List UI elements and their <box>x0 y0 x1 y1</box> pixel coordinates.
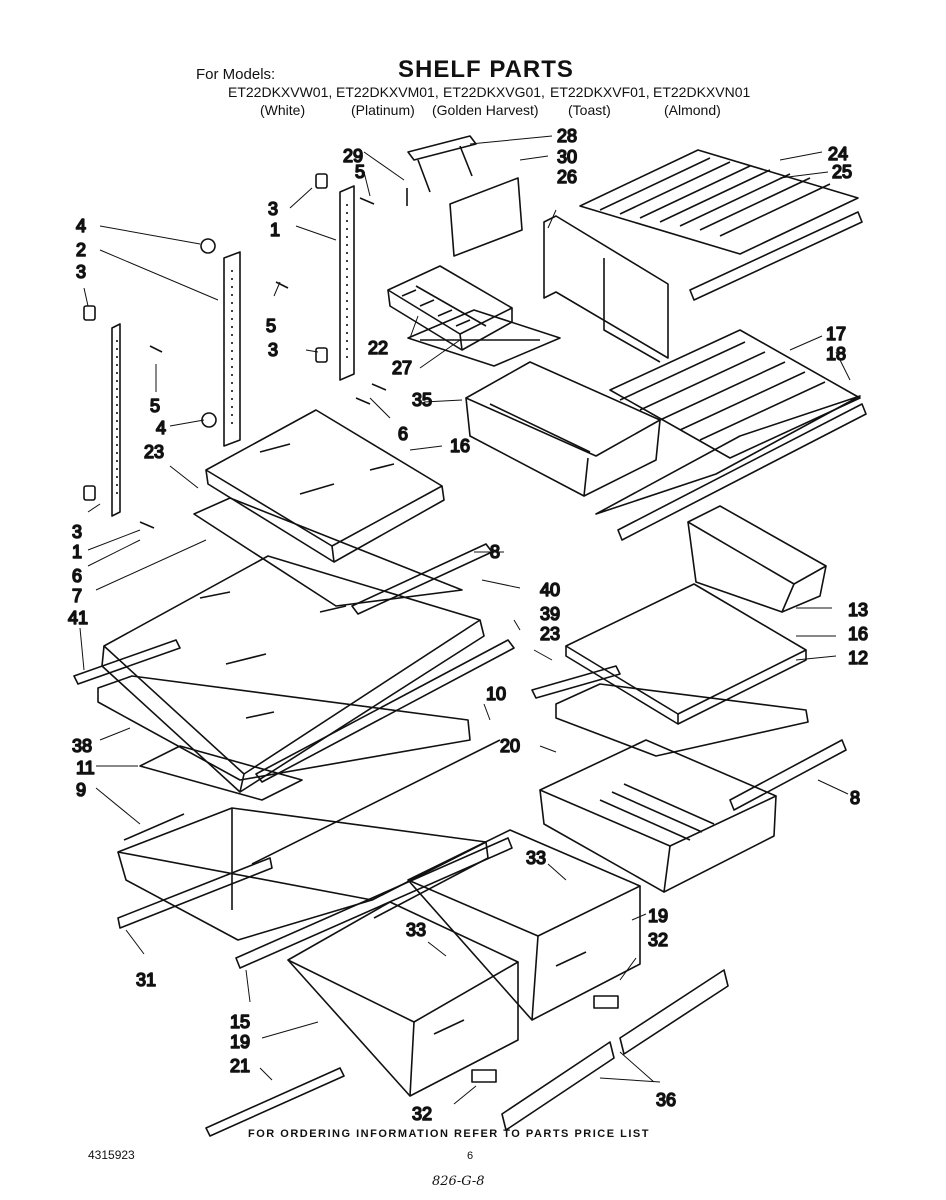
shelf-rail-left <box>111 185 355 517</box>
callout-number: 23 <box>144 442 164 462</box>
rail-31 <box>117 857 273 929</box>
model-color: (Toast) <box>568 102 611 118</box>
model-color: (Platinum) <box>351 102 415 118</box>
model-color: (Almond) <box>664 102 721 118</box>
callout-number: 5 <box>266 316 276 336</box>
callout-number: 25 <box>832 162 852 182</box>
callout-number: 3 <box>72 522 82 542</box>
callout-number: 24 <box>828 144 848 164</box>
callout-number: 13 <box>848 600 868 620</box>
rail-15 <box>235 837 513 969</box>
callout-number: 19 <box>230 1032 250 1052</box>
glass-shelf-16-right <box>565 583 807 725</box>
callout-number: 22 <box>368 338 388 358</box>
callout-number: 32 <box>648 930 668 950</box>
callout-number: 30 <box>557 147 577 167</box>
callout-number: 10 <box>486 684 506 704</box>
wire-shelf-lower <box>595 329 867 541</box>
callout-number: 38 <box>72 736 92 756</box>
callout-number: 36 <box>656 1090 676 1110</box>
trim-strip-8-right <box>729 739 847 811</box>
crisper-drawer-left <box>287 901 519 1097</box>
bracket-28 <box>407 135 477 193</box>
callout-number: 27 <box>392 358 412 378</box>
leader-lines <box>79 135 851 1105</box>
callout-number: 2 <box>76 240 86 260</box>
page-number: 6 <box>467 1150 474 1162</box>
callout-number: 28 <box>557 126 577 146</box>
callout-number: 19 <box>648 906 668 926</box>
bin-13 <box>687 505 827 613</box>
callout-number: 26 <box>557 167 577 187</box>
callout-number: 9 <box>76 780 86 800</box>
callout-number: 8 <box>850 788 860 808</box>
panel-30 <box>449 177 523 257</box>
callout-number: 18 <box>826 344 846 364</box>
callout-number: 4 <box>156 418 166 438</box>
callout-number: 1 <box>72 542 82 562</box>
ordering-note: FOR ORDERING INFORMATION REFER TO PARTS … <box>248 1128 650 1140</box>
callout-number: 12 <box>848 648 868 668</box>
handwritten-note: 826-G-8 <box>432 1174 485 1189</box>
callout-number: 29 <box>343 146 363 166</box>
callout-number: 7 <box>72 586 82 606</box>
glass-shelf-16 <box>205 409 445 563</box>
handle-21 <box>205 1067 345 1137</box>
shelf-frame-12 <box>555 683 809 757</box>
model-number: ET22DKXVN01 <box>653 84 751 100</box>
model-number: ET22DKXVW01, <box>228 84 333 100</box>
callout-number: 11 <box>76 758 95 778</box>
callout-number: 3 <box>268 199 278 219</box>
meat-pan-20 <box>539 739 777 893</box>
callout-number: 15 <box>230 1012 250 1032</box>
callout-number: 5 <box>150 396 160 416</box>
crisper-drawer-right <box>407 829 641 1021</box>
crisper-frame-26 <box>543 215 669 363</box>
tray-grid-27 <box>407 309 561 367</box>
callout-number: 6 <box>72 566 82 586</box>
page-title: SHELF PARTS <box>398 56 574 83</box>
callout-number: 5 <box>355 162 365 182</box>
callout-number: 17 <box>826 324 846 344</box>
callout-number: 35 <box>412 390 432 410</box>
model-number: ET22DKXVM01, <box>336 84 439 100</box>
callout-number: 32 <box>412 1104 432 1124</box>
model-color: (Golden Harvest) <box>432 102 539 118</box>
callout-number: 31 <box>136 970 156 990</box>
callout-number: 16 <box>848 624 868 644</box>
shelf-frame-7 <box>193 497 463 607</box>
callout-number: 1 <box>270 220 280 240</box>
callout-number: 4 <box>76 216 86 236</box>
snack-pan-9 <box>117 739 501 941</box>
glass-panel-11 <box>139 745 303 801</box>
callout-number: 21 <box>230 1056 250 1076</box>
callout-number: 23 <box>540 624 560 644</box>
model-number: ET22DKXVF01, <box>550 84 650 100</box>
callout-number: 20 <box>500 736 520 756</box>
callout-number: 6 <box>398 424 408 444</box>
callout-number: 3 <box>268 340 278 360</box>
callout-number: 8 <box>490 542 500 562</box>
ice-tray <box>387 265 513 351</box>
shelf-frame-38 <box>97 675 471 781</box>
callout-number: 40 <box>540 580 560 600</box>
callout-number: 39 <box>540 604 560 624</box>
trim-strip-41 <box>73 639 181 685</box>
rail-hardware <box>83 173 408 529</box>
pan-35 <box>465 361 661 497</box>
callout-number: 3 <box>76 262 86 282</box>
callout-number: 33 <box>406 920 426 940</box>
model-number: ET22DKXVG01, <box>443 84 545 100</box>
rail-23-right <box>531 665 621 699</box>
wire-shelf-upper <box>579 149 863 301</box>
document-number: 4315923 <box>88 1148 135 1162</box>
callout-number: 41 <box>68 608 88 628</box>
callout-number: 16 <box>450 436 470 456</box>
handle-trim-36 <box>471 969 729 1131</box>
for-models-label: For Models: <box>196 66 276 83</box>
model-color: (White) <box>260 102 306 118</box>
trim-strip-39 <box>255 639 515 783</box>
callout-number: 33 <box>526 848 546 868</box>
